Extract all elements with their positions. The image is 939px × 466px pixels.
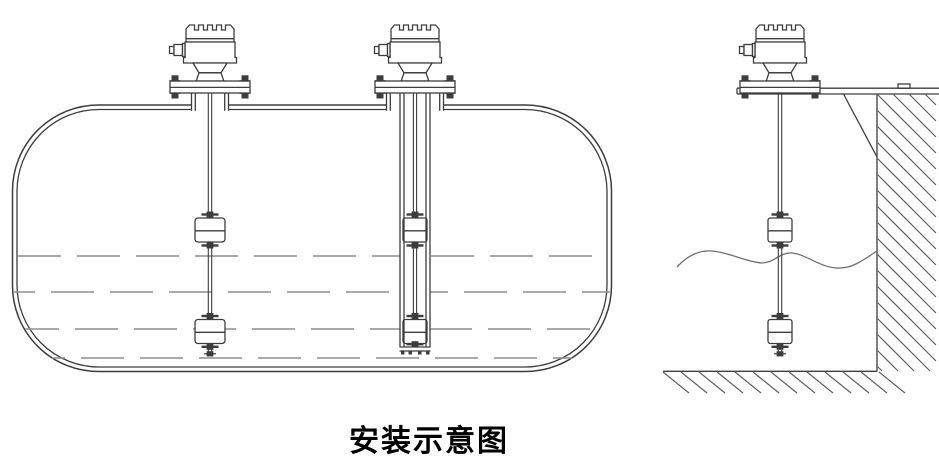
float-ball-upper — [194, 217, 226, 243]
float-retaining-clip — [201, 211, 219, 218]
stilling-tube — [399, 93, 431, 355]
level-transmitter-head-3 — [738, 24, 822, 100]
float-ball-upper — [767, 217, 793, 243]
ground-hatching — [662, 371, 906, 394]
stem-end-plug — [204, 351, 216, 357]
float-retaining-clip — [771, 211, 789, 218]
level-sensor-1 — [168, 24, 252, 357]
tank-shell-inner — [16, 108, 608, 368]
tank-top-opening-1 — [191, 99, 229, 112]
float-ball-lower — [194, 318, 226, 345]
mounting-nozzle — [385, 93, 445, 111]
float-retaining-clip — [201, 242, 219, 249]
liquid-level-dashes — [14, 255, 610, 359]
level-transmitter-head-1 — [168, 24, 252, 100]
float-ball-upper — [402, 217, 428, 243]
figure-caption: 安装示意图 — [349, 425, 509, 458]
float-retaining-clip — [771, 343, 789, 350]
float-ball-lower — [767, 318, 793, 345]
float-ball-lower — [402, 318, 428, 345]
liquid-surface-wave — [676, 250, 878, 269]
wall-mount-structure — [662, 83, 939, 394]
level-sensor-3 — [738, 24, 822, 357]
support-gusset — [842, 93, 878, 158]
stem-end-plug — [774, 351, 786, 357]
mounting-nozzle — [190, 93, 230, 111]
float-retaining-clip — [201, 343, 219, 350]
level-sensor-2 — [373, 24, 457, 355]
level-transmitter-head-2 — [373, 24, 457, 100]
wall-anchor-plate — [897, 83, 911, 89]
float-retaining-clip — [771, 313, 789, 319]
tank-shell-outer — [11, 104, 613, 373]
float-retaining-clip — [201, 313, 219, 319]
float-retaining-clip — [771, 242, 789, 249]
wall-hatching — [876, 93, 937, 372]
horizontal-tank — [11, 99, 613, 373]
